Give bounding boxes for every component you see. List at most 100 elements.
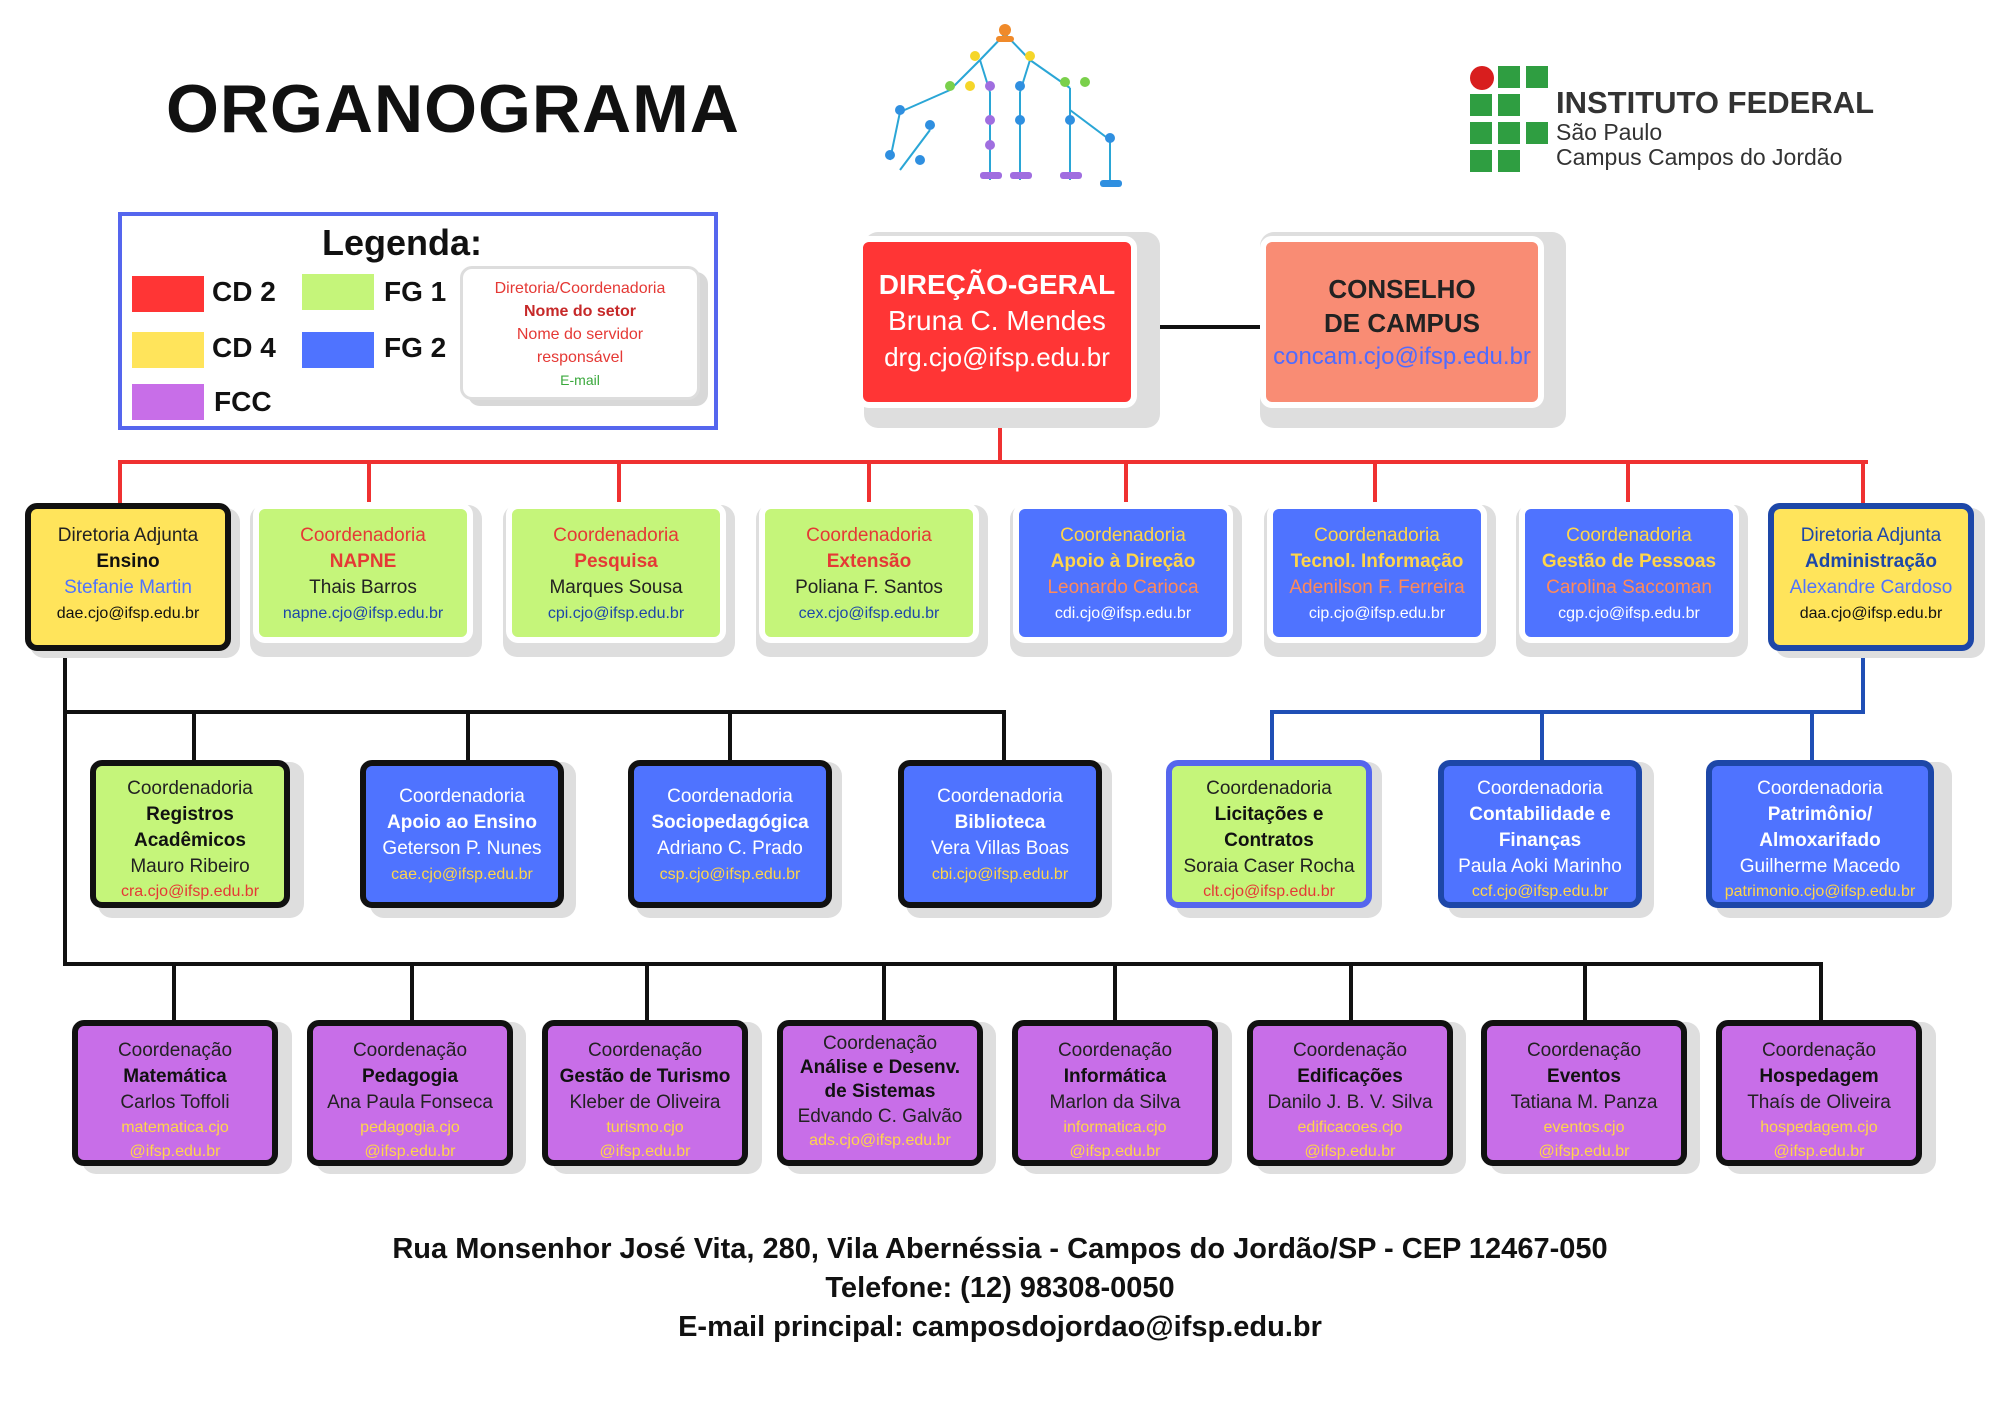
row3-card-pedagogia[interactable]: Coordenação Pedagogia Ana Paula Fonseca … [307,1020,513,1166]
card-email[interactable]: ccf.cjo@ifsp.edu.br [1471,883,1609,900]
legend-label-cd4: CD 4 [212,332,276,363]
card-sector: Contabilidade e [1469,804,1611,825]
conselho-campus-box[interactable]: CONSELHO DE CAMPUS concam.cjo@ifsp.edu.b… [1260,236,1544,408]
card-sector: Gestão de Pessoas [1541,551,1717,572]
card-type: Coordenação [1292,1040,1408,1061]
direcao-geral-email[interactable]: drg.cjo@ifsp.edu.br [884,342,1110,372]
page-title: ORGANOGRAMA [166,71,740,147]
card-person: Alexandre Cardoso [1789,577,1953,598]
card-sector: Pesquisa [574,551,658,572]
logo-line-2: São Paulo [1556,119,1663,145]
card-sector: Registros [146,804,234,825]
row3-card-analise-desenv-sistemas[interactable]: Coordenação Análise e Desenv. de Sistema… [777,1020,983,1166]
row2-card-apoio-ensino[interactable]: Coordenadoria Apoio ao Ensino Geterson P… [360,760,564,908]
card-email[interactable]: daa.cjo@ifsp.edu.br [1799,605,1943,622]
card-email-line2[interactable]: @ifsp.edu.br [129,1143,221,1160]
row2-card-contabilidade-financas[interactable]: Coordenadoria Contabilidade e Finanças P… [1438,760,1642,908]
row2-card-biblioteca[interactable]: Coordenadoria Biblioteca Vera Villas Boa… [898,760,1102,908]
card-email[interactable]: matematica.cjo [121,1119,229,1136]
connector-red-bus [118,460,1868,464]
card-type: Coordenadoria [300,525,426,546]
row3-card-matematica[interactable]: Coordenação Matemática Carlos Toffoli ma… [72,1020,278,1166]
legend-swatch-cd4 [132,332,204,368]
card-email-line2[interactable]: @ifsp.edu.br [1304,1143,1396,1160]
row3-card-gestao-turismo[interactable]: Coordenação Gestão de Turismo Kleber de … [542,1020,748,1166]
card-email[interactable]: cbi.cjo@ifsp.edu.br [931,866,1069,883]
card-sector-line2: Almoxarifado [1759,830,1881,851]
row1-card-apoio-direcao[interactable]: Coordenadoria Apoio à Direção Leonardo C… [1013,503,1233,643]
card-sector: Eventos [1547,1066,1621,1087]
card-email[interactable]: eventos.cjo [1543,1119,1625,1136]
card-email[interactable]: hospedagem.cjo [1760,1119,1878,1136]
row2-card-patrimonio-almoxarifado[interactable]: Coordenadoria Patrimônio/ Almoxarifado G… [1706,760,1934,908]
row1-card-extensao[interactable]: Coordenadoria Extensão Poliana F. Santos… [759,503,979,643]
card-type: Diretoria Adjunta [1800,525,1942,546]
card-email[interactable]: dae.cjo@ifsp.edu.br [56,605,200,622]
card-email[interactable]: napne.cjo@ifsp.edu.br [282,605,444,622]
card-type: Coordenadoria [1477,778,1603,799]
direcao-geral-box[interactable]: DIREÇÃO-GERAL Bruna C. Mendes drg.cjo@if… [857,236,1137,408]
card-person: Geterson P. Nunes [382,838,542,859]
card-email-line2[interactable]: @ifsp.edu.br [1773,1143,1865,1160]
card-type: Coordenação [117,1040,233,1061]
logo-line-3: Campus Campos do Jordão [1556,144,1843,170]
card-email-line2[interactable]: @ifsp.edu.br [1069,1143,1161,1160]
row1-card-tecnol-informacao[interactable]: Coordenadoria Tecnol. Informação Adenils… [1267,503,1487,643]
card-email[interactable]: turismo.cjo [606,1119,684,1136]
card-type: Diretoria Adjunta [57,525,199,546]
card-type: Coordenadoria [553,525,679,546]
card-email[interactable]: cra.cjo@ifsp.edu.br [120,883,260,900]
card-type: Coordenadoria [399,786,525,807]
row2-card-sociopedagogica[interactable]: Coordenadoria Sociopedagógica Adriano C.… [628,760,832,908]
card-email[interactable]: edificacoes.cjo [1297,1119,1403,1136]
card-email[interactable]: csp.cjo@ifsp.edu.br [659,866,801,883]
card-person: Paula Aoki Marinho [1458,856,1622,877]
card-email[interactable]: clt.cjo@ifsp.edu.br [1203,883,1335,900]
card-email[interactable]: cdi.cjo@ifsp.edu.br [1054,605,1192,622]
card-person: Poliana F. Santos [795,577,943,598]
legend-title: Legenda: [322,222,483,263]
connector-direcao-down [998,410,1002,462]
row2-card-registros-academicos[interactable]: Coordenadoria Registros Acadêmicos Mauro… [90,760,290,908]
card-person: Tatiana M. Panza [1510,1092,1658,1113]
legend: Legenda: CD 2 CD 4 FCC FG 1 FG 2 Diretor… [118,212,718,430]
row1-card-ensino[interactable]: Diretoria Adjunta Ensino Stefanie Martin… [25,503,231,651]
card-email-line2[interactable]: @ifsp.edu.br [364,1143,456,1160]
card-person: Stefanie Martin [64,577,192,598]
card-person: Vera Villas Boas [930,838,1069,859]
card-email[interactable]: cip.cjo@ifsp.edu.br [1308,605,1446,622]
row1-card-gestao-pessoas[interactable]: Coordenadoria Gestão de Pessoas Carolina… [1519,503,1739,643]
card-email[interactable]: cgp.cjo@ifsp.edu.br [1558,605,1700,622]
card-email[interactable]: patrimonio.cjo@ifsp.edu.br [1724,883,1916,900]
card-email[interactable]: cae.cjo@ifsp.edu.br [391,866,533,883]
card-type: Coordenação [1057,1040,1173,1061]
card-sector: Apoio ao Ensino [387,812,537,833]
card-email[interactable]: cex.cjo@ifsp.edu.br [798,605,940,622]
card-email[interactable]: cpi.cjo@ifsp.edu.br [547,605,685,622]
row2-card-licitacoes-contratos[interactable]: Coordenadoria Licitações e Contratos Sor… [1166,760,1372,908]
card-email-line2[interactable]: @ifsp.edu.br [599,1143,691,1160]
card-email[interactable]: pedagogia.cjo [360,1119,460,1136]
legend-swatch-fg1 [302,274,374,310]
card-person: Ana Paula Fonseca [327,1092,493,1113]
conselho-email[interactable]: concam.cjo@ifsp.edu.br [1273,343,1531,370]
row1-card-napne[interactable]: Coordenadoria NAPNE Thais Barros napne.c… [253,503,473,643]
card-email[interactable]: ads.cjo@ifsp.edu.br [809,1132,951,1149]
card-email[interactable]: informatica.cjo [1063,1119,1167,1136]
card-person: Thais Barros [309,577,417,598]
footer-email[interactable]: E-mail principal: camposdojordao@ifsp.ed… [678,1311,1322,1343]
conselho-title-1: CONSELHO [1328,274,1476,304]
card-email-line2[interactable]: @ifsp.edu.br [1538,1143,1630,1160]
card-person: Danilo J. B. V. Silva [1267,1092,1433,1113]
row1-card-administracao[interactable]: Diretoria Adjunta Administração Alexandr… [1768,503,1974,651]
row3-card-edificacoes[interactable]: Coordenação Edificações Danilo J. B. V. … [1247,1020,1453,1166]
legend-card-example: Diretoria/Coordenadoria Nome do setor No… [460,266,700,400]
card-sector-line2: Finanças [1498,830,1582,851]
row3-card-hospedagem[interactable]: Coordenação Hospedagem Thaís de Oliveira… [1716,1020,1922,1166]
row1-card-pesquisa[interactable]: Coordenadoria Pesquisa Marques Sousa cpi… [506,503,726,643]
card-type: Coordenação [587,1040,703,1061]
card-sector: Licitações e [1214,804,1324,825]
row3-card-eventos[interactable]: Coordenação Eventos Tatiana M. Panza eve… [1481,1020,1687,1166]
row3-card-informatica[interactable]: Coordenação Informática Marlon da Silva … [1012,1020,1218,1166]
card-type: Coordenadoria [1314,525,1440,546]
